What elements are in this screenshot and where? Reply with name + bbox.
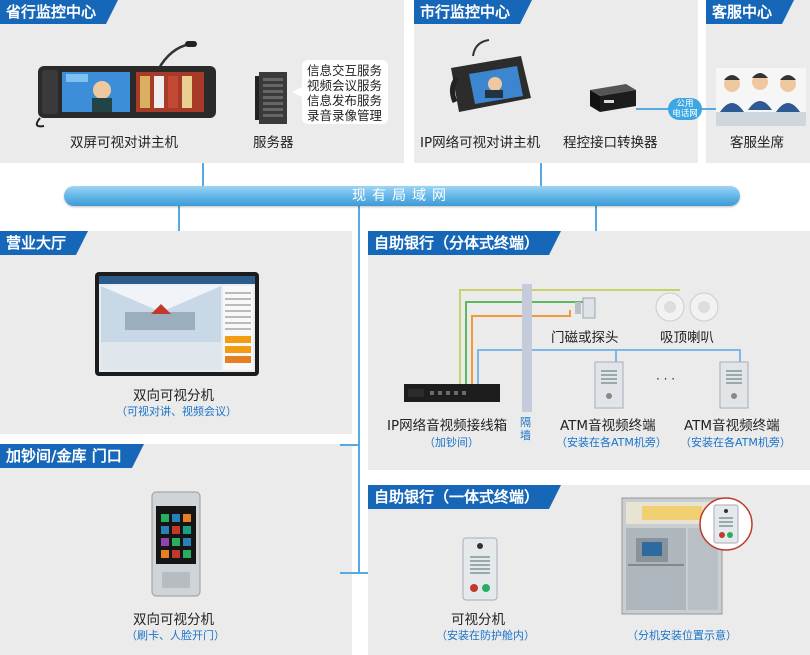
ellipsis: · · · — [656, 372, 676, 386]
atm-terminal-2-image — [719, 361, 749, 409]
city-center-title: 市行监控中心 — [414, 0, 533, 24]
service-center-title: 客服中心 — [706, 0, 795, 24]
vault-extension-image — [151, 491, 201, 597]
server-label: 服务器 — [253, 135, 294, 151]
atm-terminal-2-note: （安装在各ATM机旁） — [680, 436, 791, 449]
server-image — [255, 72, 287, 124]
dual-screen-host-image — [35, 41, 216, 128]
atm-terminal-1-label: ATM音视频终端 — [560, 418, 656, 434]
lan-label: 现有局域网 — [352, 188, 452, 204]
ceiling-speaker-image — [655, 292, 719, 322]
converter-image — [590, 84, 636, 112]
hall-extension-note: （可视对讲、视频会议） — [116, 405, 237, 418]
service-agents-image — [716, 68, 806, 126]
service-item: 信息交互服务 — [307, 63, 383, 78]
pstn-label: 公用 电话网 — [672, 99, 698, 119]
split-wiring — [459, 289, 741, 384]
partition-wall-label: 隔 墙 — [520, 416, 531, 442]
atm-split-title: 自助银行（分体式终端） — [368, 231, 562, 255]
pstn-bubble — [668, 98, 702, 120]
hall-link — [178, 206, 180, 231]
pstn-line-left — [636, 108, 670, 110]
service-agent-label: 客服坐席 — [730, 135, 784, 151]
door-sensor-image — [575, 297, 596, 319]
vault-extension-note: （刷卡、人脸开门） — [126, 629, 225, 642]
atm-terminal-2-label: ATM音视频终端 — [684, 418, 780, 434]
lan-drop-line — [358, 206, 360, 574]
server-services-bubble — [302, 60, 388, 124]
ip-intercom-host-label: IP网络可视对讲主机 — [420, 135, 541, 151]
ip-av-box-note: （加钞间） — [424, 436, 479, 449]
service-item: 视频会议服务 — [307, 78, 383, 93]
partition-wall — [522, 284, 532, 412]
ip-av-box-label: IP网络音视频接线箱 — [387, 418, 508, 434]
hall-title: 营业大厅 — [0, 231, 89, 255]
vault-title: 加钞间/金库 门口 — [0, 444, 144, 468]
atm-terminal-1-note: （安装在各ATM机旁） — [556, 436, 667, 449]
ceiling-speaker-label: 吸顶喇叭 — [660, 330, 714, 346]
bubble-pointer — [292, 86, 304, 98]
visual-extension-label: 可视分机 — [451, 612, 505, 628]
dual-screen-host-label: 双屏可视对讲主机 — [70, 135, 178, 151]
hall-extension-image — [95, 272, 259, 376]
atm-integrated-title: 自助银行（一体式终端） — [368, 485, 562, 509]
service-item: 信息发布服务 — [307, 93, 383, 108]
service-item: 录音录像管理 — [307, 108, 383, 123]
converter-label: 程控接口转换器 — [563, 135, 658, 151]
city-link — [540, 163, 542, 188]
hall-extension-label: 双向可视分机 — [133, 388, 214, 404]
province-center-title: 省行监控中心 — [0, 0, 119, 24]
pstn-line-right — [700, 108, 720, 110]
ip-intercom-host-image — [449, 39, 531, 112]
province-link — [202, 163, 204, 188]
integrated-branch — [340, 572, 368, 574]
visual-extension-note: （安装在防护舱内） — [436, 629, 535, 642]
atm-split-link — [595, 206, 597, 231]
vault-extension-label: 双向可视分机 — [133, 612, 214, 628]
lan-bus — [64, 186, 740, 206]
server-services-list: 信息交互服务 视频会议服务 信息发布服务 录音录像管理 — [307, 63, 382, 123]
install-position-zoom — [699, 497, 753, 551]
install-position-note: （分机安装位置示意） — [627, 629, 737, 642]
visual-extension-image — [462, 537, 498, 601]
door-sensor-label: 门磁或探头 — [551, 330, 619, 346]
vault-branch — [340, 444, 360, 446]
ip-av-box-image — [404, 384, 500, 402]
atm-terminal-1-image — [594, 361, 624, 409]
